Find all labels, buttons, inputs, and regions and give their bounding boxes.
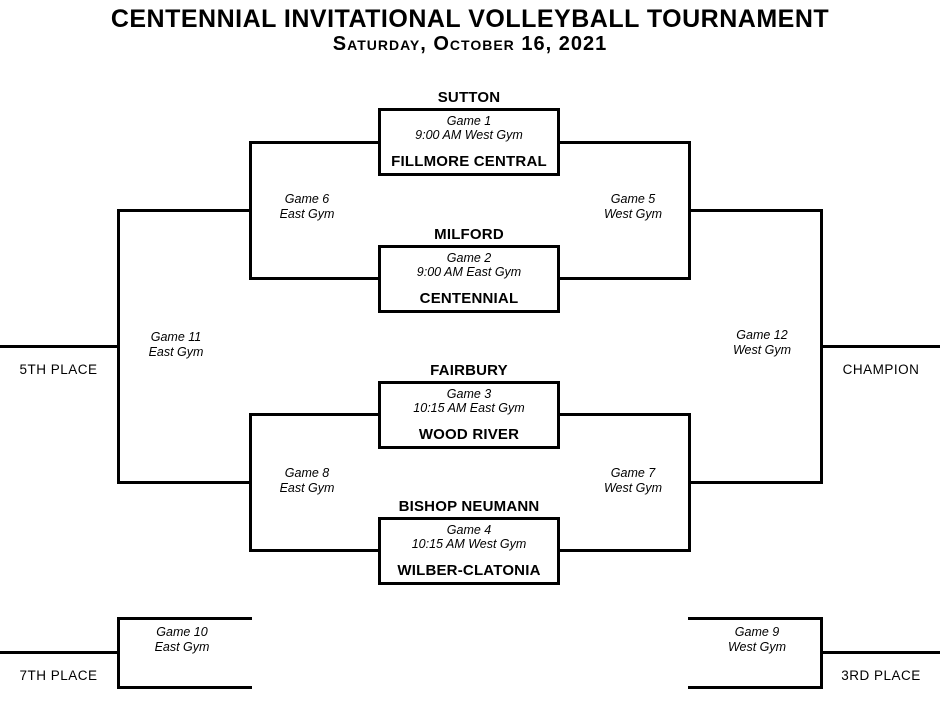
game5-number: Game 5 xyxy=(610,192,656,206)
line-game3-right-connector xyxy=(558,413,691,416)
game4-info: Game 4 10:15 AM West Gym xyxy=(381,520,557,551)
page-subtitle: Saturday, October 16, 2021 xyxy=(332,33,608,55)
line-game7-out xyxy=(688,481,823,484)
game6-label: Game 6 East Gym xyxy=(247,192,367,222)
match-box-game1: Game 1 9:00 AM West Gym FILLMORE CENTRAL xyxy=(378,108,560,176)
line-game1-left-connector xyxy=(249,141,380,144)
fifth-place-label: 5TH PLACE xyxy=(19,362,98,377)
game11-venue: East Gym xyxy=(148,345,204,359)
seventh-place-label: 7TH PLACE xyxy=(19,668,98,683)
game12-label: Game 12 West Gym xyxy=(707,328,817,358)
game8-venue: East Gym xyxy=(279,481,335,495)
game1-info: Game 1 9:00 AM West Gym xyxy=(381,111,557,142)
team-bishop-neumann: BISHOP NEUMANN xyxy=(398,498,540,515)
page-title: CENTENNIAL INVITATIONAL VOLLEYBALL TOURN… xyxy=(110,5,830,33)
game12-venue: West Gym xyxy=(732,343,792,357)
line-game6-out xyxy=(117,209,252,212)
game6-venue: East Gym xyxy=(279,207,335,221)
game7-number: Game 7 xyxy=(610,466,656,480)
champion-label: CHAMPION xyxy=(842,362,920,377)
game10-number: Game 10 xyxy=(156,625,208,639)
match-box-game4: Game 4 10:15 AM West Gym WILBER-CLATONIA xyxy=(378,517,560,585)
game12-number: Game 12 xyxy=(736,328,788,342)
line-game5-out xyxy=(688,209,823,212)
game4-label: Game 4 xyxy=(446,523,492,537)
game5-venue: West Gym xyxy=(603,207,663,221)
game8-number: Game 8 xyxy=(284,466,330,480)
line-game8-out xyxy=(117,481,252,484)
game11-number: Game 11 xyxy=(150,330,202,344)
line-game2-left-connector xyxy=(249,277,380,280)
line-game4-left-connector xyxy=(249,549,380,552)
game2-label: Game 2 xyxy=(446,251,492,265)
team-wood-river: WOOD RIVER xyxy=(418,426,520,443)
line-seventh-place xyxy=(0,651,120,654)
team-sutton: SUTTON xyxy=(437,89,501,106)
match-box-game2: Game 2 9:00 AM East Gym CENTENNIAL xyxy=(378,245,560,313)
line-fifth-place xyxy=(0,345,120,348)
team-fairbury: FAIRBURY xyxy=(430,362,508,379)
game1-time-venue: 9:00 AM West Gym xyxy=(415,128,523,142)
team-milford: MILFORD xyxy=(434,226,504,243)
line-third-place xyxy=(820,651,940,654)
game10-label: Game 10 East Gym xyxy=(127,625,237,655)
game9-venue: West Gym xyxy=(727,640,787,654)
game3-time-venue: 10:15 AM East Gym xyxy=(413,401,525,415)
team-centennial: CENTENNIAL xyxy=(419,290,519,307)
game11-label: Game 11 East Gym xyxy=(121,330,231,360)
line-game10-bottom xyxy=(117,686,252,689)
line-champion xyxy=(820,345,940,348)
game1-label: Game 1 xyxy=(446,114,492,128)
game9-label: Game 9 West Gym xyxy=(702,625,812,655)
team-wilber-clatonia: WILBER-CLATONIA xyxy=(397,562,541,579)
game8-label: Game 8 East Gym xyxy=(247,466,367,496)
game7-label: Game 7 West Gym xyxy=(573,466,693,496)
line-game1-right-connector xyxy=(558,141,691,144)
line-game9-top xyxy=(688,617,823,620)
game9-number: Game 9 xyxy=(734,625,780,639)
game3-label: Game 3 xyxy=(446,387,492,401)
line-game10-top xyxy=(117,617,252,620)
third-place-label: 3RD PLACE xyxy=(841,668,921,683)
game5-label: Game 5 West Gym xyxy=(573,192,693,222)
game4-time-venue: 10:15 AM West Gym xyxy=(411,537,527,551)
game2-info: Game 2 9:00 AM East Gym xyxy=(381,248,557,279)
game7-venue: West Gym xyxy=(603,481,663,495)
line-game9-bottom xyxy=(688,686,823,689)
line-game2-right-connector xyxy=(558,277,691,280)
game3-info: Game 3 10:15 AM East Gym xyxy=(381,384,557,415)
game10-venue: East Gym xyxy=(154,640,210,654)
line-game4-right-connector xyxy=(558,549,691,552)
line-game3-left-connector xyxy=(249,413,380,416)
game6-number: Game 6 xyxy=(284,192,330,206)
game2-time-venue: 9:00 AM East Gym xyxy=(416,265,522,279)
team-fillmore-central: FILLMORE CENTRAL xyxy=(391,153,547,170)
match-box-game3: Game 3 10:15 AM East Gym WOOD RIVER xyxy=(378,381,560,449)
